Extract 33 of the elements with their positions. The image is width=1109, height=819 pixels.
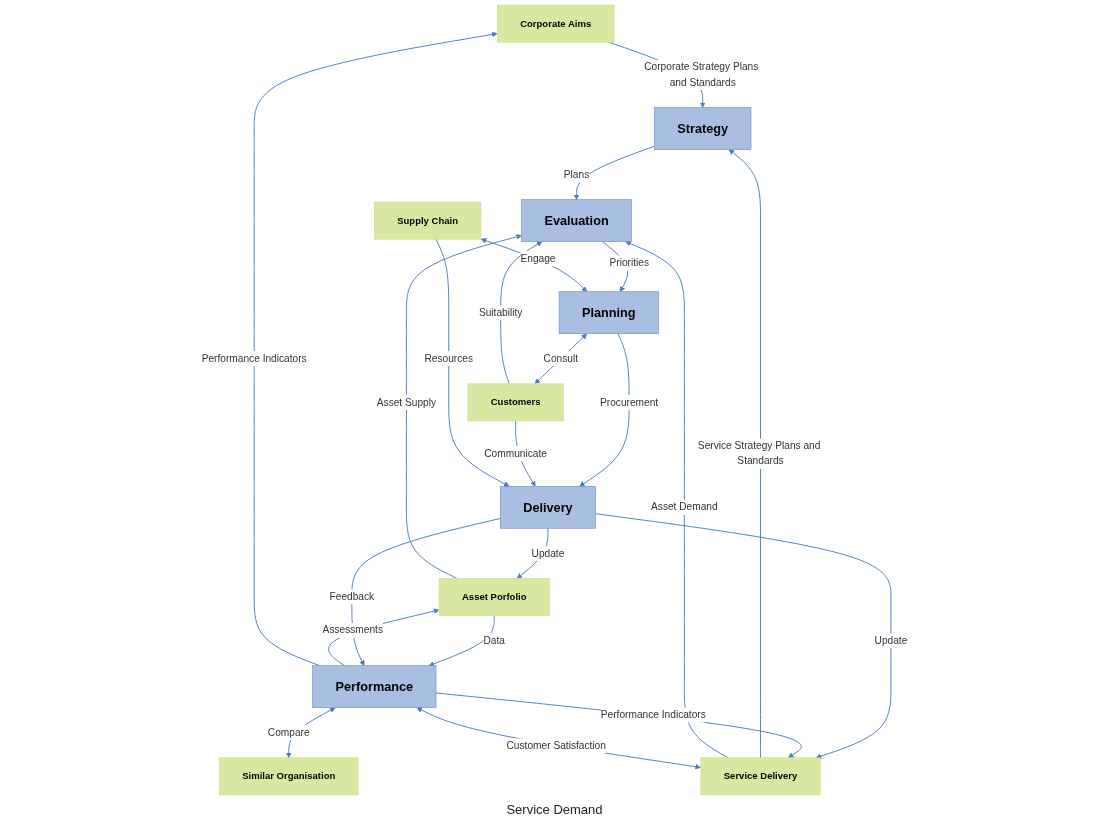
- edge-label: Suitability: [478, 306, 523, 318]
- edge-label: Customer Satisfaction: [506, 740, 606, 751]
- edge-label: Corporate Strategy Plans and Standards: [644, 61, 759, 88]
- node-box: Similar Organisation: [219, 757, 359, 796]
- node-box: Performance: [312, 665, 437, 708]
- edge-label: Feedback: [329, 591, 375, 603]
- edge-label: Asset Demand: [651, 501, 718, 513]
- edge-label: Resources: [424, 353, 474, 364]
- edge-label: Compare: [267, 726, 310, 738]
- node-box: Asset Porfolio: [438, 578, 550, 616]
- edge-label: Priorities: [609, 257, 650, 269]
- edge-label: Plans: [563, 168, 590, 180]
- edge-label: Update: [531, 547, 565, 559]
- edge-label: Data: [483, 634, 505, 646]
- edge-label: Service Strategy Plans and Standards: [697, 440, 821, 467]
- note-label: Service Demand: [506, 802, 603, 817]
- edge-label: Communicate: [484, 447, 547, 459]
- edge-label: Assessments: [322, 624, 384, 636]
- node-box: Service Delivery: [700, 757, 821, 796]
- node-box: Supply Chain: [373, 201, 482, 240]
- edge-label: Procurement: [600, 396, 659, 408]
- node-box: Evaluation: [521, 199, 632, 242]
- node-box: Delivery: [500, 486, 596, 529]
- edge-label: Consult: [543, 353, 579, 364]
- edge-label: Update: [874, 634, 908, 646]
- edge-label: Performance Indicators: [600, 709, 706, 721]
- edge-label: Engage: [520, 253, 556, 264]
- node-box: Customers: [467, 383, 564, 422]
- edge-label: Asset Supply: [376, 396, 437, 408]
- node-box: Strategy: [654, 107, 752, 150]
- node-box: Planning: [558, 291, 659, 334]
- node-box: Corporate Aims: [496, 4, 615, 43]
- edge-label: Performance Indicators: [201, 353, 307, 364]
